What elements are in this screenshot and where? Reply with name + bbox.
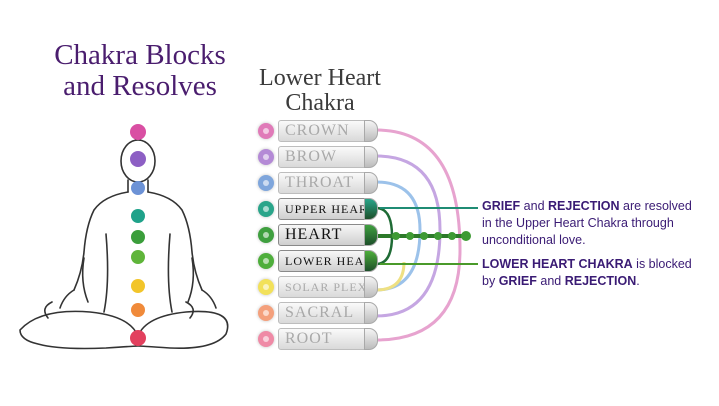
resolve-note-line-2: in the Upper Heart Chakra through [482, 216, 674, 230]
sacral-dot-icon [258, 305, 274, 321]
title-line-2: and Resolves [63, 70, 217, 102]
neck-outline [127, 179, 149, 193]
solar-plexus-point-icon [131, 279, 145, 293]
throat-dot-icon [258, 175, 274, 191]
brow-arc [375, 154, 442, 318]
sacral-bar: SACRAL [278, 302, 368, 324]
title-text: Chakra Blocks and Resolves [40, 40, 240, 102]
subtitle-line-2: Chakra [285, 90, 355, 116]
upper-heart-bar: UPPER HEART [278, 198, 368, 220]
heart-bar: HEART [278, 224, 368, 246]
heart-point-icon [131, 230, 145, 244]
lower-heart-bar: LOWER HEART [278, 250, 368, 272]
root-bar-cap [364, 328, 378, 350]
brow-dot-icon [258, 149, 274, 165]
waist-outline [103, 233, 173, 313]
brow-bar-cap [364, 146, 378, 168]
crown-dot-icon [258, 123, 274, 139]
upper-heart-point-icon [131, 209, 145, 223]
upper-heart-dot-icon [258, 201, 274, 217]
grief-term-2: GRIEF [498, 274, 537, 288]
solar-plexus-arc [375, 261, 406, 292]
left-arm-outline [59, 257, 89, 309]
upper-to-heart-link [375, 206, 394, 237]
rejection-term-2: REJECTION [564, 274, 637, 288]
figure-chakra-points [130, 124, 146, 346]
heart-bead-chain [376, 231, 471, 241]
sacral-bar-cap [364, 302, 378, 324]
torso-outline [73, 191, 203, 291]
block-and: and [536, 274, 565, 288]
lower-heart-point-icon [131, 250, 145, 264]
block-note: LOWER HEART CHAKRA is blocked by GRIEF a… [482, 256, 712, 290]
lower-heart-dot-icon [258, 253, 274, 269]
crown-point-icon [130, 124, 146, 140]
crown-bar: CROWN [278, 120, 368, 142]
block-verb: is blocked [632, 257, 692, 271]
feet-outline [44, 301, 194, 319]
resolve-and: and [520, 199, 549, 213]
throat-bar-cap [364, 172, 378, 194]
root-dot-icon [258, 331, 274, 347]
block-note-line-1: LOWER HEART CHAKRA is blocked [482, 256, 712, 273]
block-note-line-2: by GRIEF and REJECTION. [482, 273, 712, 290]
brow-point-icon [130, 151, 146, 167]
lower-to-heart-link [375, 235, 394, 266]
brow-bar: BROW [278, 146, 368, 168]
upper-heart-bar-cap [364, 198, 378, 220]
resolve-note: GRIEF and REJECTION are resolved in the … [482, 198, 712, 249]
root-point-icon [130, 330, 146, 346]
title-line-1: Chakra Blocks [54, 39, 226, 71]
resolve-note-line-1: GRIEF and REJECTION are resolved [482, 198, 712, 215]
meditating-figure [19, 124, 229, 350]
right-arm-outline [187, 257, 217, 309]
crown-bar-cap [364, 120, 378, 142]
throat-bar: THROAT [278, 172, 368, 194]
grief-term: GRIEF [482, 199, 521, 213]
resolve-verb: are resolved [619, 199, 692, 213]
legs-outline [19, 310, 229, 350]
throat-arc [375, 180, 422, 292]
lower-heart-term: LOWER HEART CHAKRA [482, 257, 633, 271]
root-bar: ROOT [278, 328, 368, 350]
crown-arc [375, 128, 462, 342]
lower-heart-bar-cap [364, 250, 378, 272]
solar-plexus-bar: SOLAR PLEXUS [278, 276, 368, 298]
block-period: . [636, 274, 640, 288]
solar-plexus-dot-icon [258, 279, 274, 295]
resolve-note-line-3: unconditional love. [482, 233, 586, 247]
subtitle-line-1: Lower Heart [259, 65, 381, 91]
rejection-term: REJECTION [548, 199, 620, 213]
heart-dot-icon [258, 227, 274, 243]
block-by: by [482, 274, 499, 288]
throat-point-icon [131, 181, 145, 195]
sacral-point-icon [131, 303, 145, 317]
heart-bar-cap [364, 224, 378, 246]
diagram-subtitle: Lower Heart Chakra [240, 66, 400, 116]
solar-plexus-bar-cap [364, 276, 378, 298]
